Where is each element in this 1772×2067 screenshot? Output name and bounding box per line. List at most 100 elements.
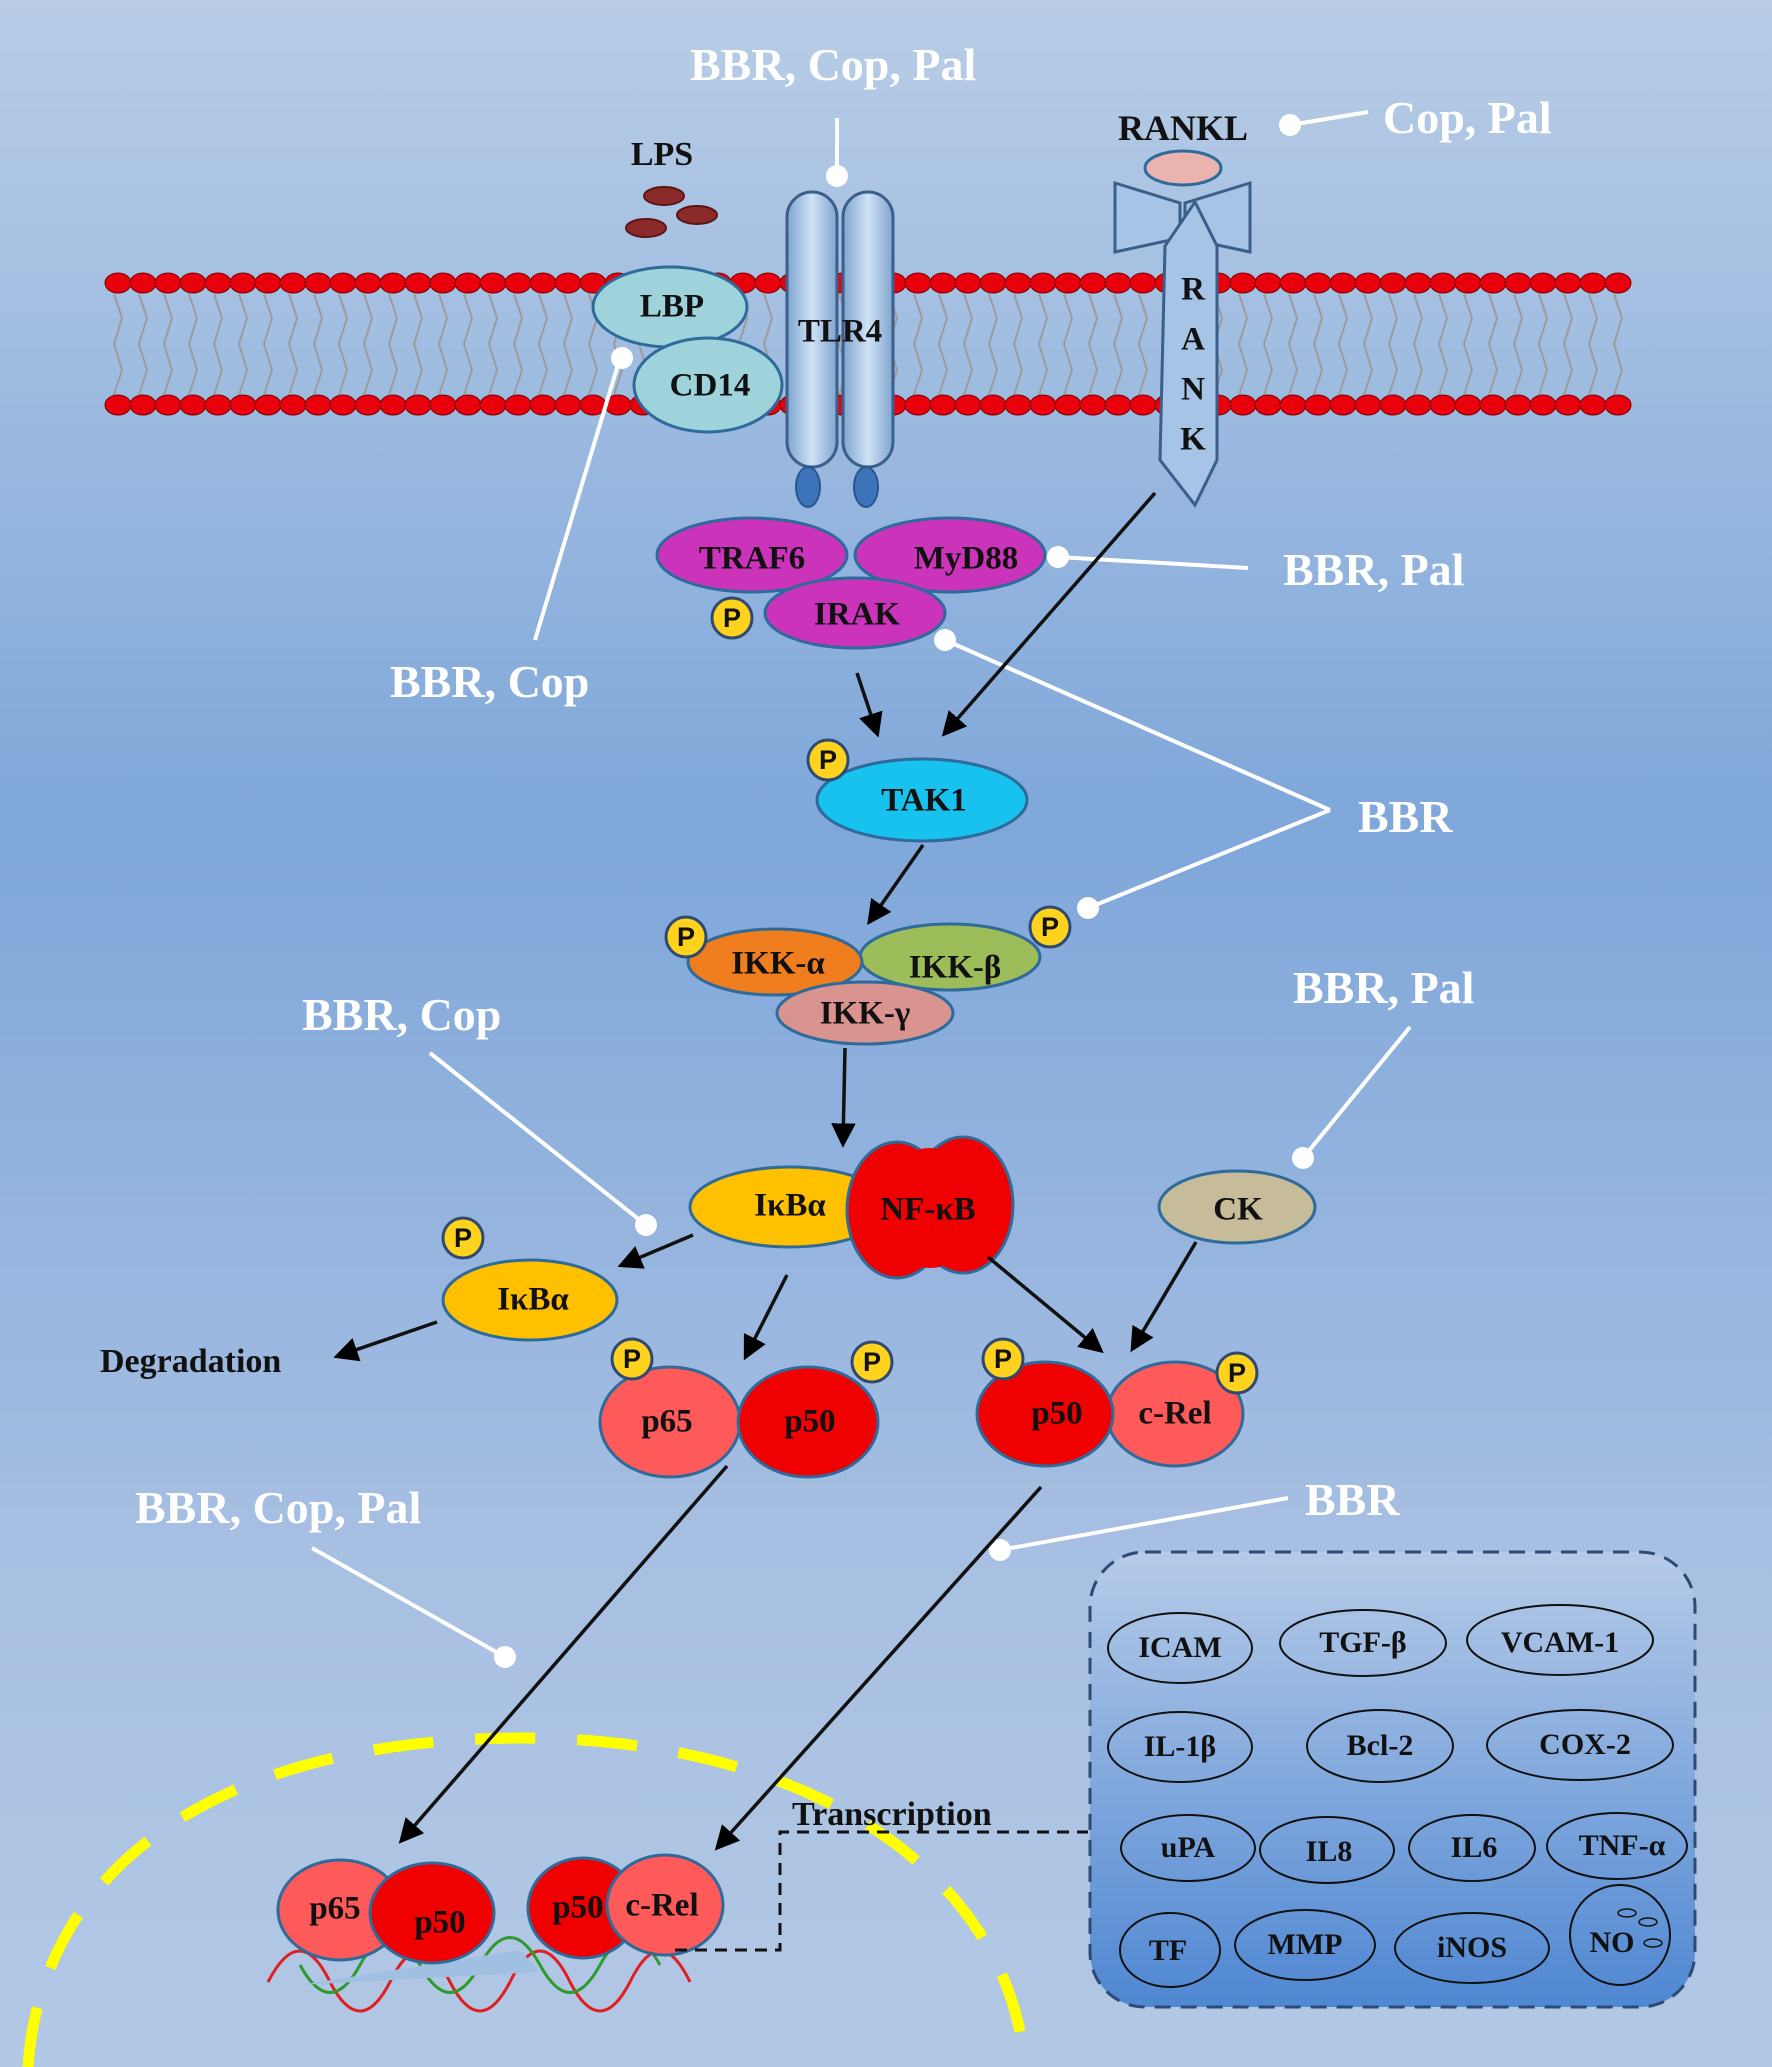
rank-letter-a: A [1181,322,1205,358]
gene-no: NO [1569,1884,1671,1986]
membrane-lipid-tail [537,293,549,396]
membrane-lipid-head [329,394,357,416]
svg-text:ICAM: ICAM [1138,1631,1221,1664]
membrane-lipid-head [904,272,932,294]
membrane-lipid-tail [337,293,349,396]
membrane-lipid-tail [412,293,424,396]
membrane-lipid-head [554,272,582,294]
myd88-node [853,516,1047,594]
membrane-lipid-head [1429,394,1457,416]
nuclear-p50-label: p50 [414,1905,465,1941]
membrane-lipid-tail [1037,293,1049,396]
membrane-lipid-head [504,272,532,294]
svg-text:P: P [677,922,695,952]
membrane-lipid-head [379,394,407,416]
membrane-lipid-head [529,394,557,416]
membrane-lipid-tail [1462,293,1474,396]
nuclear-p50-node [368,1861,496,1965]
membrane-lipid-head [1354,394,1382,416]
ikk-gamma-label: IKK-γ [820,996,911,1032]
membrane-lipid-head [354,272,382,294]
gene-tnf-alpha: TNF-α [1546,1812,1688,1880]
membrane-lipid-head [1404,394,1432,416]
membrane-lipid-head [1004,272,1032,294]
membrane-lipid-tail [137,293,149,396]
membrane-lipid-head [379,272,407,294]
p50-label: p50 [784,1404,835,1440]
svg-text:P: P [863,1347,881,1377]
nuclear-p65-label: p65 [309,1891,360,1927]
membrane-lipid-head [304,394,332,416]
membrane-lipid-head [1604,394,1632,416]
membrane-lipid-tail [1237,293,1249,396]
membrane-lipid-head [1479,272,1507,294]
p50-crel-p50-label: p50 [1031,1396,1082,1432]
membrane-lipid-head [979,272,1007,294]
gene-il1-beta: IL-1β [1107,1711,1253,1783]
membrane-lipid-tail [1562,293,1574,396]
membrane-lipid-head [1054,272,1082,294]
inhibitor-label-myd88: BBR, Pal [1283,544,1464,595]
p65-label: p65 [641,1404,692,1440]
lps-label: LPS [631,136,693,173]
svg-text:VCAM-1: VCAM-1 [1501,1626,1619,1659]
tak1-node [815,757,1029,843]
membrane-lipid-head [1004,394,1032,416]
ikk-alpha-node [686,927,864,997]
gene-icam: ICAM [1107,1612,1253,1684]
rank-letter-k: K [1180,422,1206,458]
gene-il8: IL8 [1259,1816,1395,1884]
membrane-lipid-head [1304,394,1332,416]
membrane-lipid-tail [1287,293,1299,396]
inhibitor-label-tlr4: BBR, Cop, Pal [690,39,976,90]
tlr4-label: TLR4 [798,314,882,350]
svg-text:P: P [819,745,837,775]
phosphate-badge-tak1: P [806,738,850,782]
membrane-lipid-head [254,272,282,294]
membrane-lipid-head [429,272,457,294]
degradation-label: Degradation [100,1343,281,1380]
inhibitor-label-p65-p50: BBR, Cop, Pal [135,1482,421,1533]
crel-label: c-Rel [1138,1396,1211,1432]
membrane-lipid-head [1279,394,1307,416]
membrane-lipid-head [1579,394,1607,416]
phosphate-badge-p50-crel: P [981,1337,1025,1381]
rankl-label: RANKL [1118,108,1248,148]
svg-text:uPA: uPA [1161,1831,1216,1864]
membrane-lipid-head [1229,272,1257,294]
membrane-lipid-head [1054,394,1082,416]
membrane-lipid-head [1554,272,1582,294]
membrane-lipid-tail [512,293,524,396]
membrane-lipid-tail [1262,293,1274,396]
membrane-lipid-head [954,394,982,416]
transcription-connector [675,1830,1088,1952]
phosphate-badge-p50: P [850,1340,894,1384]
membrane-lipid-head [904,394,932,416]
membrane-lipid-tail [912,293,924,396]
svg-text:TNF-α: TNF-α [1579,1829,1666,1862]
membrane-lipid-head [1079,272,1107,294]
gene-vcam1: VCAM-1 [1466,1604,1654,1676]
svg-text:IL-1β: IL-1β [1144,1730,1216,1763]
svg-text:P: P [454,1223,472,1253]
membrane-lipid-tail [312,293,324,396]
membrane-lipid-head [204,272,232,294]
inhibitor-label-ikba: BBR, Cop [302,989,501,1040]
membrane-lipid-head [229,272,257,294]
membrane-lipid-tail [1087,293,1099,396]
membrane-lipid-head [479,394,507,416]
membrane-lipid-head [1579,272,1607,294]
membrane-lipid-tail [437,293,449,396]
inhibitor-label-lbp-cd14: BBR, Cop [390,656,589,707]
svg-text:P: P [1228,1358,1246,1388]
rank-receptor [1113,180,1252,508]
membrane-lipid-tail [462,293,474,396]
membrane-lipid-head [204,394,232,416]
membrane-lipid-tail [987,293,999,396]
membrane-lipid-head [1304,272,1332,294]
inhibitor-label-rankl: Cop, Pal [1383,92,1552,143]
svg-text:Bcl-2: Bcl-2 [1347,1729,1414,1762]
membrane-lipid-head [1529,394,1557,416]
membrane-lipid-tail [237,293,249,396]
p50-crel-p50-node [975,1360,1115,1468]
